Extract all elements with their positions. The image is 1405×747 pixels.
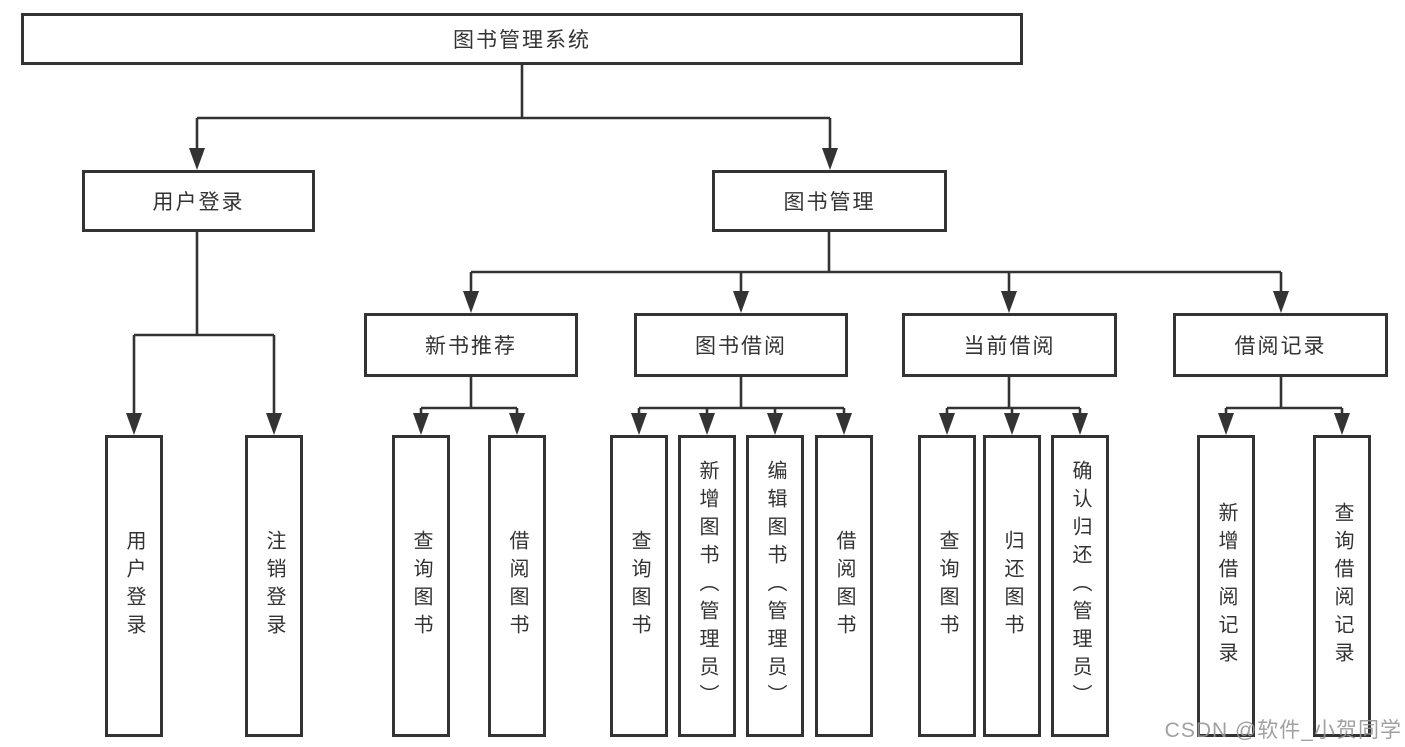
leaf-borrow-edit-book-admin: 编辑图书（管理员） (746, 435, 804, 737)
csdn-watermark: CSDN @软件_小贺同学 (1164, 719, 1402, 742)
leaf-borrow-borrow-book: 借阅图书 (815, 435, 873, 737)
leaf-user-login: 用户登录 (105, 435, 163, 737)
leaf-borrow-query-book: 查询图书 (610, 435, 668, 737)
node-borrow-record: 借阅记录 (1173, 313, 1388, 377)
node-root-library-system: 图书管理系统 (21, 13, 1023, 65)
leaf-recommend-query-book: 查询图书 (392, 435, 450, 737)
leaf-record-add-borrow-record: 新增借阅记录 (1197, 435, 1255, 737)
leaf-current-return-book: 归还图书 (983, 435, 1041, 737)
node-book-management: 图书管理 (712, 170, 947, 232)
node-current-borrow: 当前借阅 (902, 313, 1117, 377)
leaf-borrow-add-book-admin: 新增图书（管理员） (678, 435, 736, 737)
node-user-login: 用户登录 (82, 170, 315, 232)
leaf-logout: 注销登录 (245, 435, 303, 737)
leaf-recommend-borrow-book: 借阅图书 (488, 435, 546, 737)
node-book-borrow: 图书借阅 (634, 313, 848, 377)
leaf-current-confirm-return-admin: 确认归还（管理员） (1051, 435, 1109, 737)
node-new-book-recommend: 新书推荐 (364, 313, 578, 377)
leaf-current-query-book: 查询图书 (918, 435, 976, 737)
arrowheads (126, 148, 1350, 435)
leaf-record-query-borrow-record: 查询借阅记录 (1313, 435, 1371, 737)
